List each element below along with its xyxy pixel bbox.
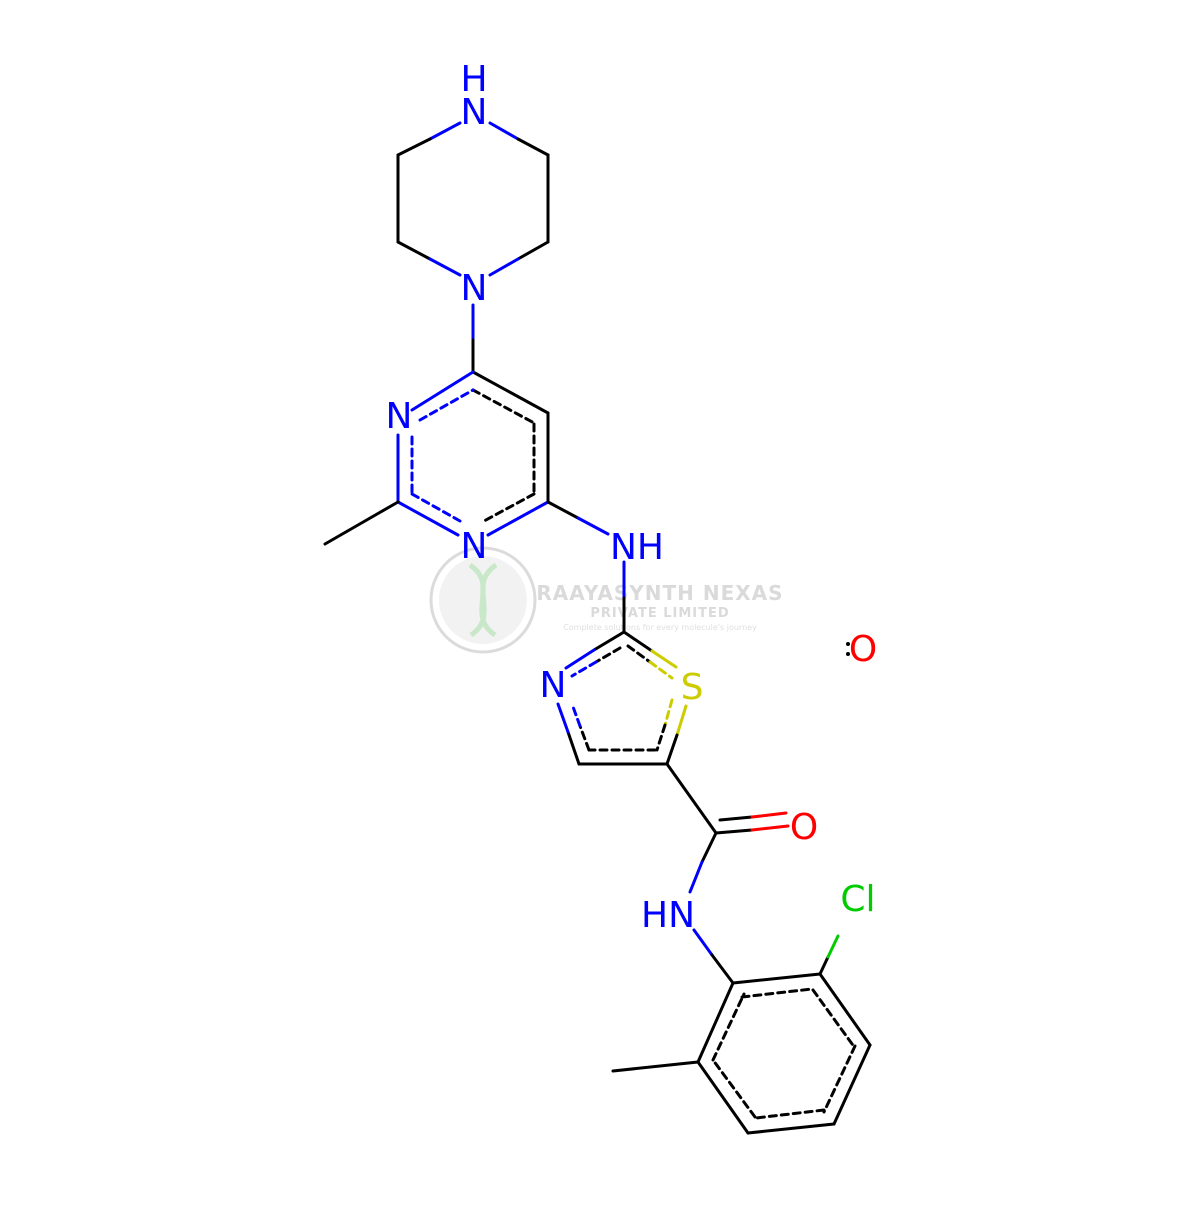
bond-thz-2 — [622, 630, 654, 653]
bond-co-1 — [714, 828, 754, 835]
bond-ph-4-inner — [754, 1108, 826, 1120]
bond-c-hn — [700, 831, 718, 864]
bond-ph-6 — [696, 981, 735, 1064]
watermark-subtitle: PRIVATE LIMITED — [590, 606, 729, 621]
bond-thz-2b — [650, 649, 678, 669]
atom-h-top: H — [460, 59, 487, 100]
bond-pyr-4-inner — [410, 492, 462, 523]
bond-thz-carbonyl — [665, 762, 718, 835]
bond-thz-3b — [665, 733, 679, 766]
bond-thz-1-inner-b — [570, 660, 598, 678]
watermark-company: RAAYASYNTH NEXAS — [536, 581, 783, 605]
atom-labels: H N N N N NH N S O HN Cl O — [386, 59, 878, 936]
bond-thz-1b — [564, 648, 596, 670]
bond-pip-6 — [516, 240, 550, 261]
bond-pyr-6 — [410, 370, 475, 412]
bond-ph-2-inner — [811, 988, 857, 1050]
watermark-tagline: Complete solutions for every molecule's … — [563, 623, 757, 632]
bond-c-hn-b — [688, 860, 704, 894]
atom-n-piperazine: N — [461, 268, 488, 309]
bond-thz-2-inner — [626, 644, 652, 664]
bond-pip-2 — [488, 121, 520, 141]
atom-o-carbonyl: O — [790, 807, 818, 848]
atom-n-thiazole: N — [540, 665, 567, 706]
atom-nh-linker: NH — [610, 527, 664, 568]
bond-methyl-ph — [611, 1060, 700, 1073]
radical-dot-2 — [846, 652, 850, 656]
bond-ph-cl — [818, 955, 830, 976]
dna-helix-icon — [468, 562, 498, 638]
bond-methyl-pyr — [323, 500, 400, 546]
bond-co-2b — [750, 811, 788, 819]
bond-ph-1-inner — [740, 987, 814, 999]
atom-n-pyrimidine-upper: N — [386, 396, 413, 437]
bond-pip-5 — [396, 240, 432, 261]
bond-pip-2b — [516, 137, 550, 157]
atom-n-pyrimidine-lower: N — [461, 526, 488, 567]
bond-pip-1 — [428, 121, 462, 141]
bond-ph-6-inner — [711, 992, 746, 1062]
bond-ph-cl-b — [826, 934, 840, 959]
bond-ph-4 — [746, 1122, 836, 1135]
bond-pyr-4 — [396, 500, 460, 537]
bond-ph-5 — [696, 1060, 750, 1135]
bonds — [323, 121, 872, 1135]
bond-thz-5b — [556, 702, 570, 734]
bond-co-2 — [718, 815, 754, 822]
bond-thz-1-inner — [594, 646, 622, 664]
atom-n-top: N — [461, 92, 488, 133]
bond-ph-2 — [818, 972, 872, 1047]
bond-ph-3-inner — [822, 1044, 857, 1114]
bond-hn-ph-b — [710, 953, 735, 985]
bond-pyr-nh-b — [576, 516, 610, 536]
bond-thz-3-inner-b — [655, 723, 667, 752]
bond-pyr-3 — [486, 500, 550, 537]
atom-s-thiazole: S — [681, 667, 704, 708]
bond-pip-1b — [396, 137, 432, 157]
bond-pyr-6-inner — [418, 388, 475, 422]
atom-cl: Cl — [840, 879, 875, 920]
bond-co-1b — [750, 824, 790, 832]
watermark-logo-ring — [429, 546, 537, 654]
atom-hn-amide: HN — [641, 895, 695, 936]
bond-thz-3-inner — [663, 698, 674, 727]
bond-pip-6b — [488, 257, 520, 277]
bond-pyr-nh — [546, 500, 580, 520]
bond-thz-5 — [566, 730, 581, 766]
bond-thz-5-inner — [578, 724, 591, 752]
bond-ph-3 — [832, 1043, 872, 1126]
bond-thz-5-inner-b — [570, 702, 582, 728]
bond-thz-1 — [592, 630, 626, 652]
bond-ph-5-inner — [711, 1058, 757, 1119]
bond-ph-1 — [731, 972, 822, 985]
bond-thz-2-inner-b — [648, 660, 674, 680]
bond-pip-5b — [428, 257, 462, 277]
bond-thz-3 — [675, 704, 688, 737]
atom-o-radical: O — [849, 629, 877, 670]
bond-pyr-1 — [471, 370, 550, 415]
bond-pyr-3-inner — [482, 492, 536, 523]
bond-pyr-1-inner — [471, 388, 538, 426]
radical-dot-1 — [846, 642, 850, 646]
bond-hn-ph — [692, 928, 714, 957]
